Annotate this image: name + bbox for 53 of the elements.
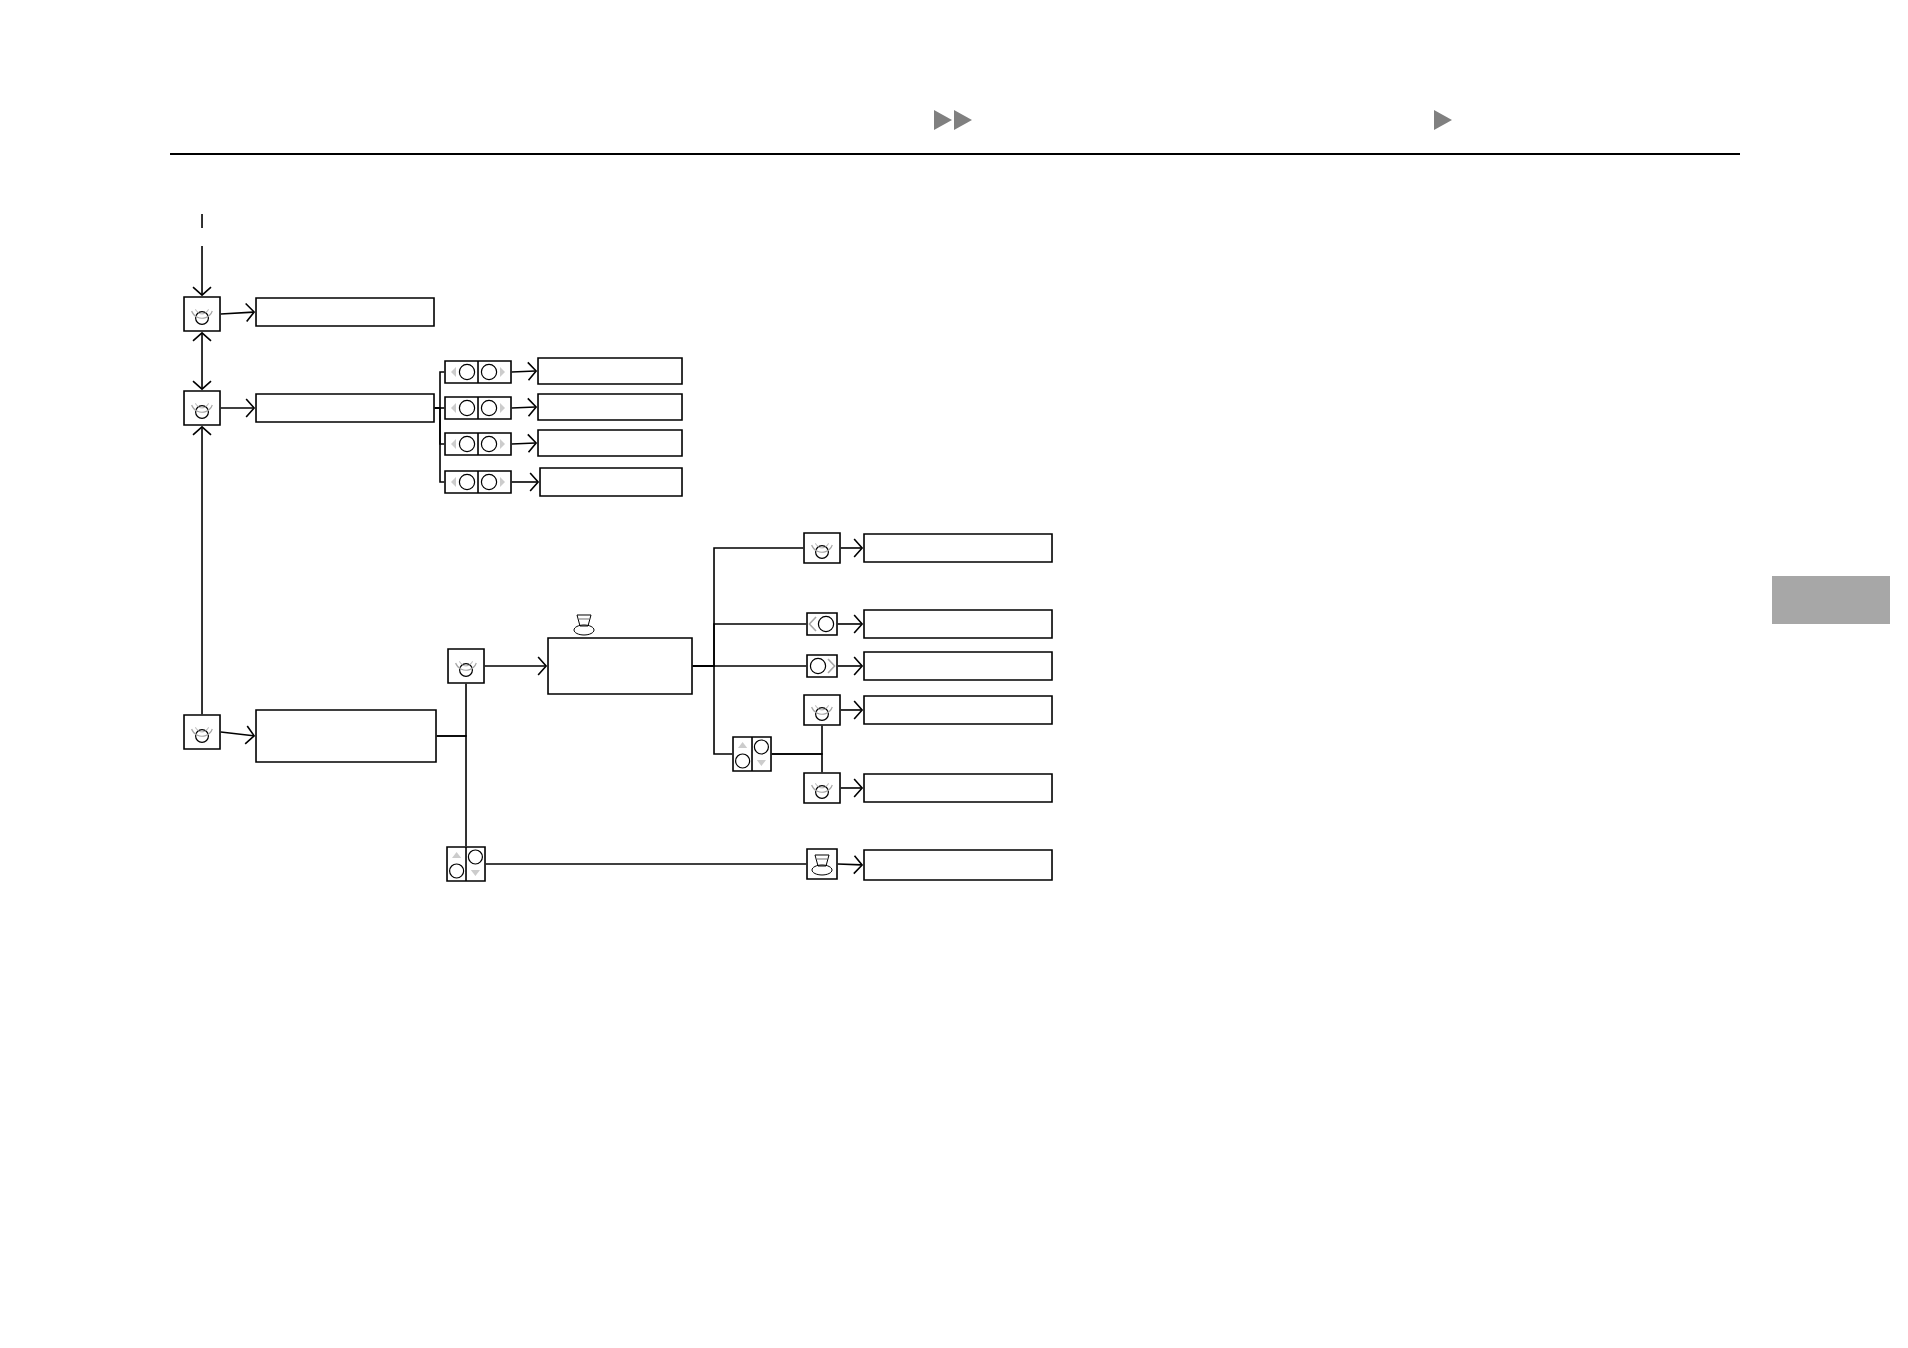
button-icon bbox=[444, 360, 512, 384]
arrow bbox=[837, 656, 864, 676]
button-icon bbox=[803, 694, 841, 726]
empty-box bbox=[547, 637, 693, 695]
button-icon bbox=[183, 390, 221, 426]
arrow bbox=[837, 854, 864, 875]
button-icon bbox=[806, 654, 838, 678]
empty-box bbox=[863, 849, 1053, 881]
empty-box bbox=[537, 429, 683, 457]
arrow bbox=[192, 213, 212, 297]
empty-box bbox=[537, 357, 683, 385]
arrow bbox=[192, 331, 212, 391]
connector-line bbox=[434, 371, 445, 409]
button-icon bbox=[444, 396, 512, 420]
empty-box bbox=[255, 393, 435, 423]
connector-line bbox=[692, 665, 733, 755]
connector-line bbox=[771, 753, 823, 773]
arrow bbox=[220, 725, 256, 745]
arrow bbox=[220, 302, 256, 323]
button-icon bbox=[444, 432, 512, 456]
arrow bbox=[511, 361, 538, 382]
arrow bbox=[837, 614, 864, 634]
empty-box bbox=[863, 533, 1053, 563]
button-icon bbox=[183, 296, 221, 332]
arrow bbox=[840, 538, 864, 558]
arrow bbox=[511, 397, 538, 418]
empty-box bbox=[863, 773, 1053, 803]
button-icon bbox=[444, 470, 512, 494]
arrow bbox=[220, 398, 256, 418]
arrow bbox=[511, 472, 540, 492]
empty-box bbox=[863, 651, 1053, 681]
empty-box bbox=[255, 709, 437, 763]
arrow bbox=[840, 778, 864, 798]
button-icon bbox=[803, 772, 841, 804]
empty-box bbox=[539, 467, 683, 497]
empty-box bbox=[255, 297, 435, 327]
connector-line bbox=[436, 735, 467, 847]
empty-box bbox=[863, 609, 1053, 639]
empty-box bbox=[537, 393, 683, 421]
connector-line bbox=[434, 407, 445, 483]
button-icon bbox=[732, 736, 772, 772]
button-icon bbox=[806, 612, 838, 636]
connector-line bbox=[485, 863, 807, 865]
empty-box bbox=[863, 695, 1053, 725]
arrow bbox=[840, 700, 864, 720]
arrow bbox=[484, 656, 548, 676]
arrow bbox=[192, 425, 212, 715]
button-icon bbox=[447, 648, 485, 684]
button-icon bbox=[803, 532, 841, 564]
arrow bbox=[511, 433, 538, 454]
button-icon bbox=[183, 714, 221, 750]
button-icon bbox=[806, 848, 838, 880]
button-icon bbox=[446, 846, 486, 882]
